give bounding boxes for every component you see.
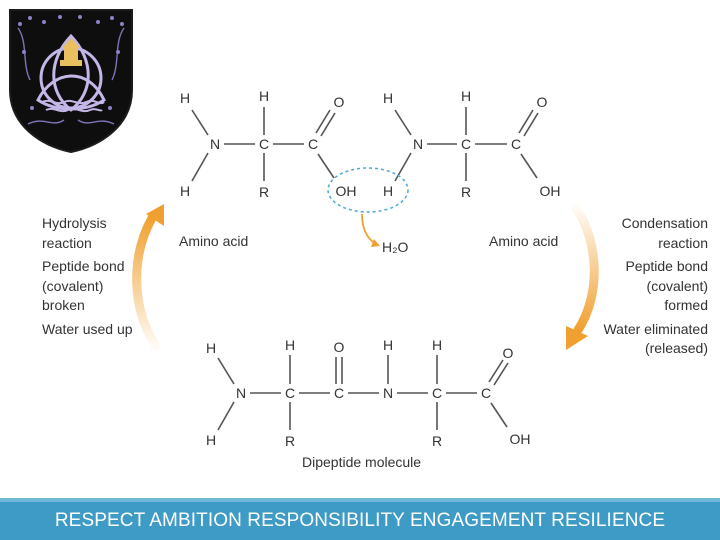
dipeptide-label: Dipeptide molecule xyxy=(302,454,421,470)
condensation-title: Condensation xyxy=(621,215,708,231)
atom-h: H xyxy=(259,88,269,104)
atom-r: R xyxy=(259,184,269,200)
atom-n: N xyxy=(383,385,393,401)
atom-c: C xyxy=(285,385,295,401)
condensation-arrow-head xyxy=(566,326,588,350)
atom-oh: OH xyxy=(540,183,561,199)
atom-h: H xyxy=(383,90,393,106)
amino-acid-label-1: Amino acid xyxy=(179,233,248,249)
atom-n: N xyxy=(236,385,246,401)
amino-acid-label-2: Amino acid xyxy=(489,233,558,249)
atom-r: R xyxy=(285,433,295,449)
school-values-text: RESPECT AMBITION RESPONSIBILITY ENGAGEME… xyxy=(54,510,666,531)
peptide-bond-diagram: H H N H C R C O OH Amino acid H H N H C … xyxy=(132,88,599,470)
condensation-bond-type: (covalent) xyxy=(646,277,708,294)
footer-top-line xyxy=(0,498,720,502)
atom-h: H xyxy=(180,183,190,199)
hydrolysis-bond-state: broken xyxy=(42,297,85,313)
atom-h: H xyxy=(383,337,393,353)
atom-r: R xyxy=(461,184,471,200)
atom-oh: OH xyxy=(336,183,357,199)
amino-acid-2-bonds xyxy=(394,107,539,182)
atom-n: N xyxy=(210,136,220,152)
condensation-arrow xyxy=(571,203,599,335)
atom-c: C xyxy=(334,385,344,401)
atom-c: C xyxy=(481,385,491,401)
atom-n: N xyxy=(413,136,423,152)
dipeptide-bonds xyxy=(217,355,509,431)
water-highlight-ellipse xyxy=(327,167,409,213)
condensation-bond-state: formed xyxy=(664,297,708,313)
atom-c: C xyxy=(432,385,442,401)
atom-o: O xyxy=(503,345,514,361)
hydrolysis-subtitle: reaction xyxy=(42,234,92,251)
school-crest-logo xyxy=(9,9,133,154)
atom-h: H xyxy=(206,340,216,356)
atom-h: H xyxy=(180,90,190,106)
atom-c: C xyxy=(461,136,471,152)
atom-h: H xyxy=(285,337,295,353)
atom-o: O xyxy=(334,339,345,355)
condensation-water-note: (released) xyxy=(644,340,708,356)
hydrolysis-panel: Hydrolysis reaction Peptide bond (covale… xyxy=(42,214,133,339)
condensation-water: Water eliminated xyxy=(603,320,708,337)
hydrolysis-arrow-head xyxy=(146,204,164,226)
amino-acid-1-bonds xyxy=(191,107,336,182)
hydrolysis-bond-line: Peptide bond xyxy=(42,258,125,274)
atom-c: C xyxy=(308,136,318,152)
hydrolysis-water: Water used up xyxy=(42,320,133,337)
atom-o: O xyxy=(537,94,548,110)
condensation-subtitle: reaction xyxy=(658,234,708,251)
atom-o: O xyxy=(334,94,345,110)
atom-r: R xyxy=(432,433,442,449)
atom-h: H xyxy=(206,432,216,448)
hydrolysis-arrow xyxy=(132,213,161,351)
atom-c: C xyxy=(511,136,521,152)
hydrolysis-bond-type: (covalent) xyxy=(42,277,104,294)
hydrolysis-title: Hydrolysis xyxy=(42,215,107,231)
condensation-bond-line: Peptide bond xyxy=(625,258,708,274)
atom-oh: OH xyxy=(510,431,531,447)
atom-h: H xyxy=(461,88,471,104)
atom-h: H xyxy=(432,337,442,353)
footer-banner: RESPECT AMBITION RESPONSIBILITY ENGAGEME… xyxy=(0,498,720,540)
atom-c: C xyxy=(259,136,269,152)
condensation-panel: Condensation reaction Peptide bond (cova… xyxy=(603,214,708,359)
water-label: H₂O xyxy=(382,239,409,255)
atom-h: H xyxy=(383,183,393,199)
